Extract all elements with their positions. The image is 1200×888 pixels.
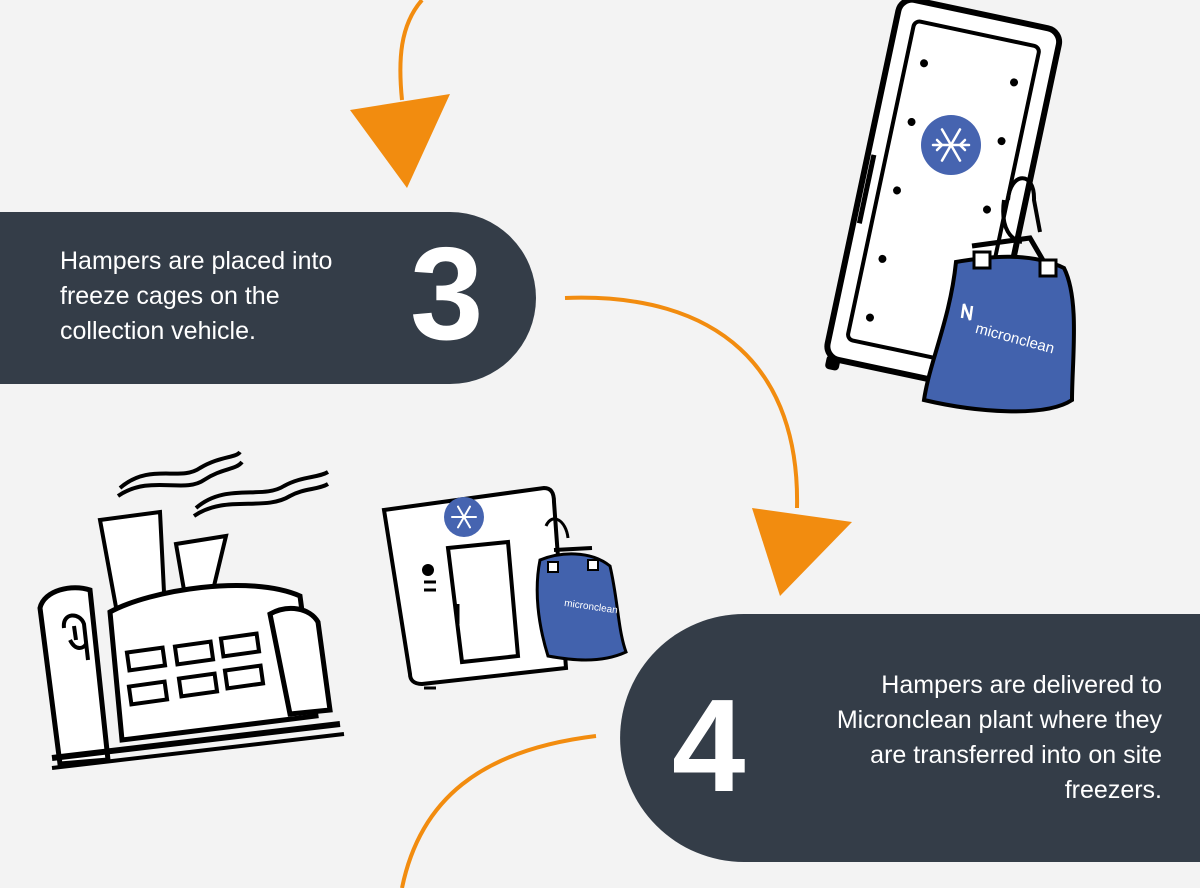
step3-number: 3 (410, 220, 484, 367)
factory-icon (37, 450, 345, 770)
step4-description: Hampers are delivered to Micronclean pla… (836, 671, 1162, 804)
step4-number: 4 (672, 672, 746, 819)
snowflake-icon (921, 115, 981, 175)
flow-arrow-bottom (400, 734, 597, 888)
step4-panel (620, 614, 1200, 862)
hamper-bag-icon (921, 176, 1076, 414)
freeze-cage-icon (381, 485, 569, 690)
hamper-bag-icon (535, 517, 628, 662)
flow-arrow-middle (564, 295, 852, 596)
step3-panel (0, 212, 536, 384)
flow-arrow-top (350, 0, 450, 188)
step3-description: Hampers are placed into freeze cages on … (60, 247, 333, 345)
snowflake-icon (444, 497, 484, 537)
